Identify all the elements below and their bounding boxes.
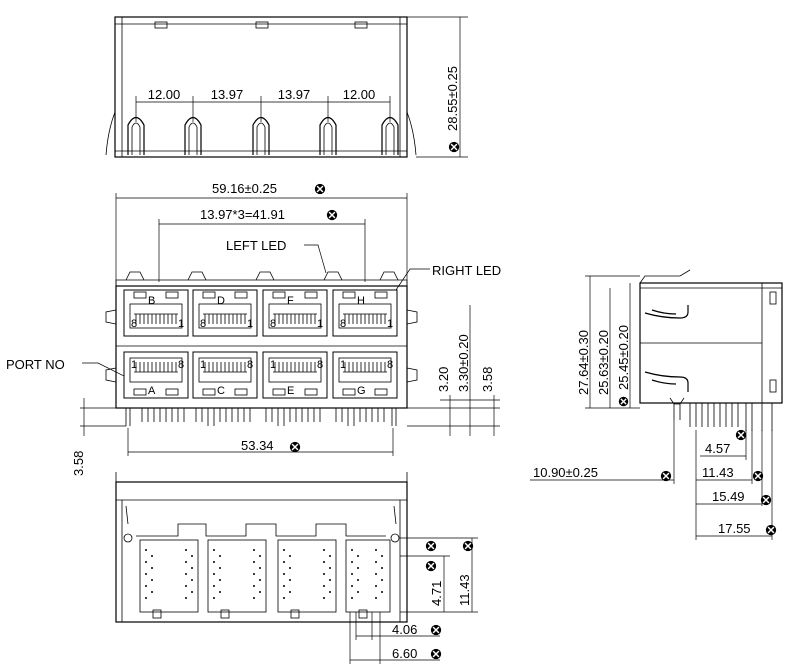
pin-label: 8 [200,318,206,330]
port-letter: F [287,295,294,307]
pin-label: 1 [178,318,184,330]
pin-label: 8 [247,359,253,371]
tolerance-icon [430,648,442,660]
pin-label: 1 [247,318,253,330]
overall-width-label: 59.16±0.25 [212,181,277,196]
port-letter: A [148,385,156,397]
tolerance-icon [462,540,474,552]
span-5334-label: 53.34 [241,438,274,453]
port-letter: H [357,295,365,307]
port-letter: C [217,385,225,397]
top-height-label: 28.55±0.25 [445,66,460,131]
top-height-dim: 28.55±0.25 [407,16,468,158]
side-1143-label: 11.43 [702,465,734,480]
side-457-label: 4.57 [705,441,730,456]
side-1090-label: 10.90±0.25 [533,465,598,480]
port-a: A 1 8 [123,351,189,399]
bottom-compartments [136,523,391,619]
pitch-1: 12.00 [148,87,181,102]
pin-label: 1 [340,359,346,371]
side-h3-label: 25.45±0.20 [616,325,631,390]
port-letter: D [217,295,225,307]
pitch-3: 13.97 [278,87,311,102]
dim-320-label: 3.20 [436,367,451,392]
bottom-471-label: 4.71 [429,581,444,606]
bottom-660-label: 6.60 [392,646,417,661]
tolerance-icon [448,141,460,153]
pin-label: 8 [178,359,184,371]
dim-358-label: 3.58 [480,367,495,392]
pin-label: 8 [317,359,323,371]
pin-label: 1 [317,318,323,330]
tolerance-icon [760,494,772,506]
port-letter: G [357,385,366,397]
pitch-2: 13.97 [211,87,244,102]
left-led-label: LEFT LED [226,238,286,253]
tolerance-icon [314,183,326,195]
pin-label: 8 [340,318,346,330]
port-g: G 1 8 [332,351,398,399]
pin-label: 8 [131,318,137,330]
pin-label: 1 [131,359,137,371]
tolerance-icon [425,560,437,572]
front-view: 59.16±0.25 13.97*3=41.91 LEFT LED RIGHT … [6,181,501,476]
tolerance-icon [289,441,301,453]
tolerance-icon [752,470,764,482]
pin-label: 1 [200,359,206,371]
pin-label: 8 [387,359,393,371]
port-d: D 8 1 [192,289,258,337]
port-c: C 1 8 [192,351,258,399]
side-view: 27.64±0.30 25.63±0.20 25.45±0.20 4.57 10… [530,269,783,540]
port-letter: B [148,295,155,307]
bottom-406-label: 4.06 [392,622,417,637]
port-no-label: PORT NO [6,357,65,372]
dim-330-label: 3.30±0.20 [456,334,471,392]
side-h1-label: 27.64±0.30 [576,330,591,395]
port-span-label: 13.97*3=41.91 [200,207,285,222]
upper-port-row: B 8 1 D 8 1 F 8 1 [123,289,398,337]
port-e: E 1 8 [262,351,328,399]
side-h2-label: 25.63±0.20 [596,330,611,395]
port-f: F 8 1 [262,289,328,337]
right-led-label: RIGHT LED [432,263,501,278]
port-h: H 8 1 [332,289,398,337]
top-view-prongs [127,116,399,155]
bottom-1143-label: 11.43 [457,574,472,606]
tolerance-icon [735,429,747,441]
lower-port-row: A 1 8 C 1 8 E 1 8 [123,351,398,399]
port-b: B 8 1 [123,289,189,337]
tolerance-icon [326,209,338,221]
tolerance-icon [660,470,672,482]
top-pitch-dims: 12.00 13.97 13.97 12.00 [135,87,391,122]
tolerance-icon [430,624,442,636]
tolerance-icon [425,540,437,552]
side-1549-label: 15.49 [712,489,745,504]
port-letter: E [287,385,294,397]
left-358-label: 3.58 [71,451,86,476]
pitch-4: 12.00 [343,87,376,102]
front-pins [125,408,397,426]
pin-label: 1 [270,359,276,371]
top-view: 12.00 13.97 13.97 12.00 28.55±0.25 [105,16,468,158]
tolerance-icon [765,524,777,536]
tolerance-icon [618,396,629,407]
side-1755-label: 17.55 [718,521,751,536]
pin-label: 1 [387,318,393,330]
bottom-view: 4.71 11.43 4.06 6.60 [115,472,478,664]
pin-label: 8 [270,318,276,330]
